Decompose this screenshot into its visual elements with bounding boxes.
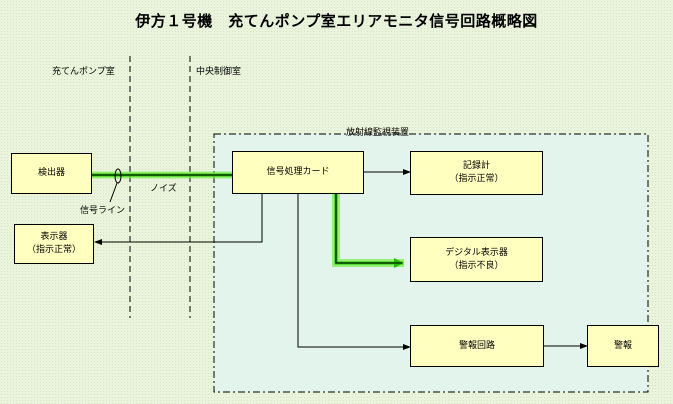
signal-line-label: 信号ライン xyxy=(80,206,126,216)
alarm-label: 警報 xyxy=(613,340,632,351)
alarm-circuit-label: 警報回路 xyxy=(458,340,495,351)
recorder-box: 記録計 （指示正常） xyxy=(410,151,543,195)
zone-label-control-room: 中央制御室 xyxy=(196,67,242,77)
arrow-to-display xyxy=(94,194,263,245)
display-box: 表示器 （指示正常） xyxy=(14,224,94,264)
digital-display-status: （指示不良） xyxy=(449,260,504,271)
noise-path-core xyxy=(335,194,402,264)
alarm-box: 警報 xyxy=(587,325,659,367)
noise-ring xyxy=(114,168,122,184)
recorder-label: 記録計 xyxy=(462,161,490,171)
signal-line-leader xyxy=(109,182,118,203)
noise-label: ノイズ xyxy=(150,184,177,194)
alarm-circuit-box: 警報回路 xyxy=(410,325,544,367)
signal-card-box: 信号処理カード xyxy=(232,151,364,194)
detector-label: 検出器 xyxy=(37,168,65,178)
digital-display-label: デジタル表示器 xyxy=(445,247,508,258)
display-label: 表示器 xyxy=(40,232,68,242)
arrow-to-alarm-circuit xyxy=(297,194,411,350)
zone-label-pump-room: 充てんポンプ室 xyxy=(52,67,115,77)
display-status: （指示正常） xyxy=(26,245,81,255)
signal-card-label: 信号処理カード xyxy=(266,167,330,177)
zone-label-monitor-device: 放射線監視装置 xyxy=(346,128,410,138)
digital-display-box: デジタル表示器 （指示不良） xyxy=(410,237,543,282)
recorder-status: （指示正常） xyxy=(449,174,504,184)
page-title: 伊方１号機 充てんポンプ室エリアモニタ信号回路概略図 xyxy=(135,12,538,30)
detector-box: 検出器 xyxy=(11,153,92,194)
